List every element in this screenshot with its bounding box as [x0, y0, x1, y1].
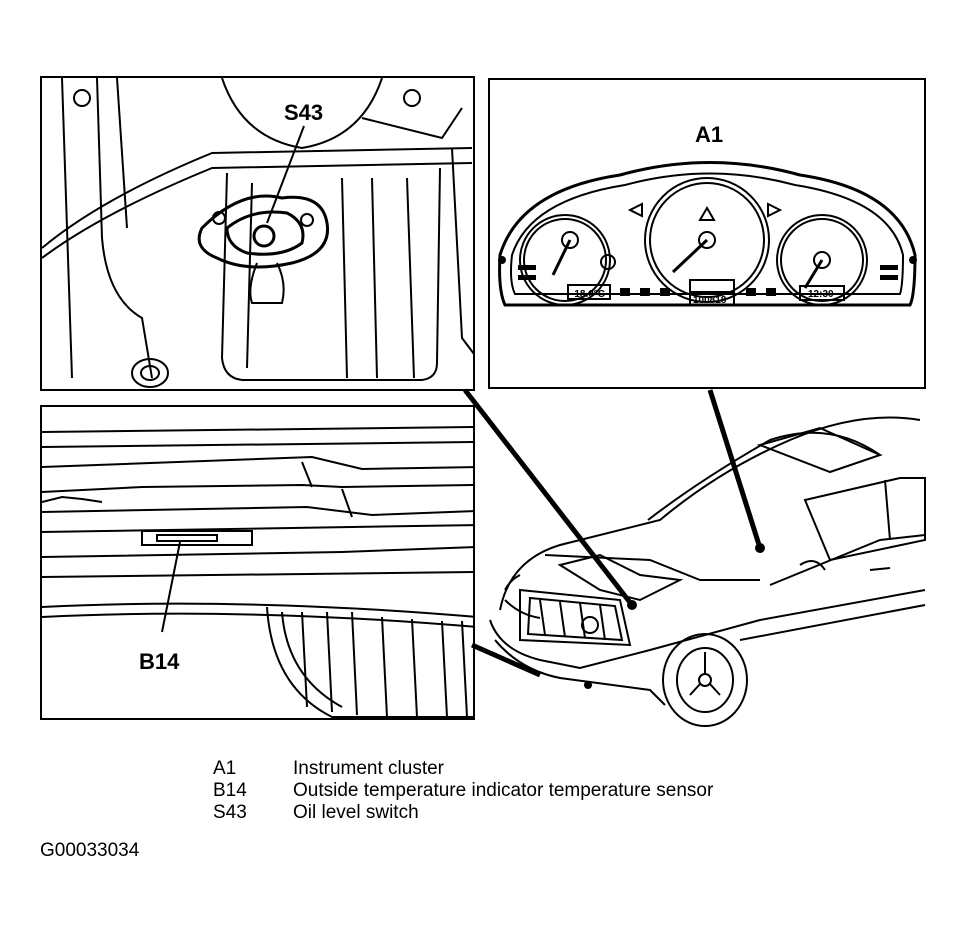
cluster-outside-temp: -18.0°C: [571, 289, 605, 300]
legend-description: Instrument cluster: [293, 758, 444, 779]
bumper-sensor-panel: B14: [40, 405, 475, 720]
legend-description: Oil level switch: [293, 802, 419, 823]
figure-id: G00033034: [40, 840, 140, 861]
legend-code: S43: [213, 802, 247, 823]
callout-s43: S43: [284, 100, 324, 125]
legend-row-a1: A1 Instrument cluster: [213, 758, 713, 780]
instrument-cluster-drawing: -18.0°C 100818 12:30: [498, 161, 917, 307]
legend-description: Outside temperature indicator temperatur…: [293, 780, 714, 801]
callout-a1: A1: [695, 122, 724, 147]
instrument-cluster-panel: -18.0°C 100818 12:30 A1: [488, 78, 926, 389]
legend-code: B14: [213, 780, 247, 801]
callout-b14: B14: [139, 649, 180, 674]
oil-pan-panel: S43: [40, 76, 475, 391]
cluster-clock: 12:30: [808, 289, 834, 300]
bumper-drawing: [42, 426, 473, 718]
legend-code: A1: [213, 758, 237, 779]
cluster-odometer: 100818: [693, 295, 727, 306]
legend-row-s43: S43 Oil level switch: [213, 802, 713, 824]
legend: A1 Instrument cluster B14 Outside temper…: [213, 758, 713, 824]
legend-row-b14: B14 Outside temperature indicator temper…: [213, 780, 713, 802]
oil-pan-drawing: [42, 78, 473, 388]
